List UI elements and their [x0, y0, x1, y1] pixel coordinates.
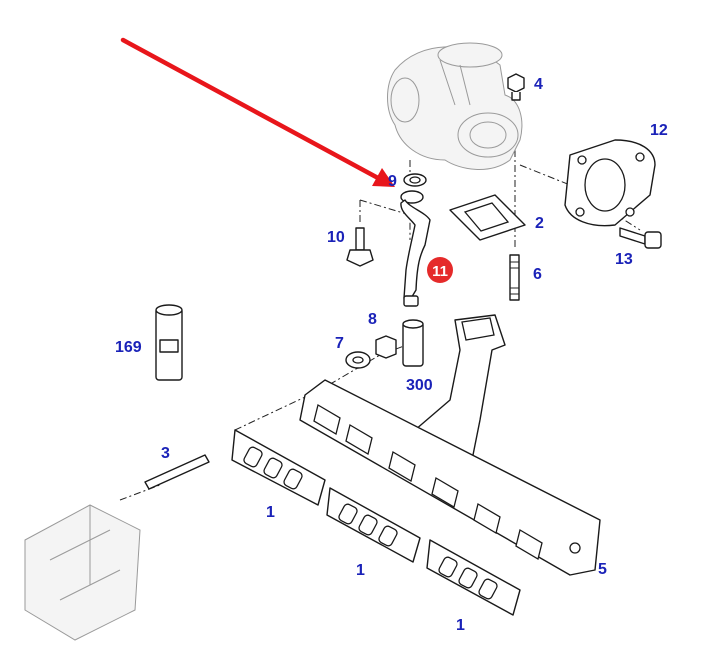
- pointer-arrow: [120, 37, 395, 187]
- callout-3: 3: [161, 445, 170, 462]
- washer-7: [345, 351, 371, 369]
- flange-12: [564, 139, 656, 227]
- hose-300: [402, 319, 424, 367]
- sleeve-169: [155, 304, 183, 381]
- callout-13: 13: [615, 251, 633, 268]
- bolt-10: [346, 227, 374, 267]
- callout-5: 5: [598, 561, 607, 578]
- callout-4: 4: [534, 76, 543, 93]
- callout-169: 169: [115, 339, 142, 356]
- callout-1-b: 1: [356, 562, 365, 579]
- gasket-1-c: [426, 539, 521, 616]
- callout-8: 8: [368, 311, 377, 328]
- callout-12: 12: [650, 122, 668, 139]
- callouts: 4 12 9 2 10 13 6 8 7 169 300 3 1 1 1 5: [115, 76, 668, 634]
- gasket-9: [403, 173, 427, 187]
- oil-return-pipe-11: [400, 190, 431, 307]
- nut-8: [375, 335, 397, 359]
- highlight-badge-11: 11: [427, 257, 453, 283]
- callout-300: 300: [406, 377, 433, 394]
- nut-4: [507, 73, 525, 101]
- callout-10: 10: [327, 229, 345, 246]
- callout-7: 7: [335, 335, 344, 352]
- bolt-13: [619, 227, 662, 249]
- gasket-1-b: [326, 487, 421, 563]
- gasket-2: [449, 194, 526, 241]
- gasket-1-a: [231, 429, 326, 506]
- badge-11-label: 11: [432, 263, 448, 280]
- callout-9: 9: [388, 173, 397, 190]
- turbocharger: [387, 42, 523, 170]
- exhaust-manifold-5: [299, 314, 601, 576]
- stud-3: [144, 454, 210, 490]
- callout-2: 2: [535, 215, 544, 232]
- stud-6: [509, 254, 520, 301]
- callout-1-a: 1: [266, 504, 275, 521]
- cylinder-head: [24, 504, 141, 641]
- callout-6: 6: [533, 266, 542, 283]
- callout-1-c: 1: [456, 617, 465, 634]
